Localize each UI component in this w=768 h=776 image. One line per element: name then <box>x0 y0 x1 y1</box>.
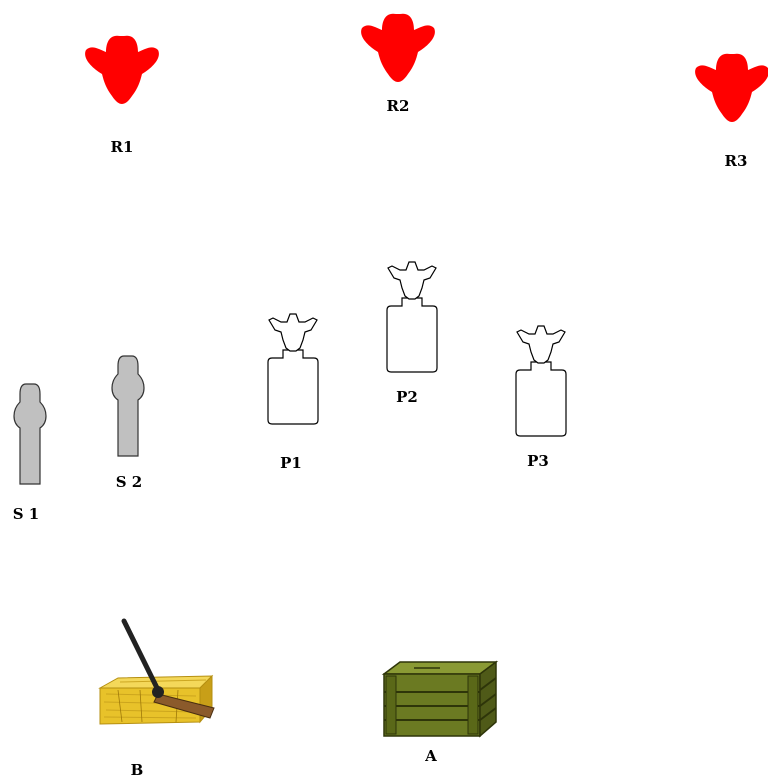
hay-bale-with-rifle-icon <box>100 621 214 724</box>
pistol-target-p1 <box>268 314 318 424</box>
crate-label: A <box>424 747 437 765</box>
hay-bale-label: B <box>131 761 144 776</box>
pistol-targets <box>268 262 566 436</box>
shotgun-target-label-s1: S 1 <box>13 505 40 523</box>
rifle-target-r3 <box>695 54 768 122</box>
rifle-targets <box>85 14 768 122</box>
pistol-target-label-p1: P1 <box>280 454 302 472</box>
pistol-target-p2 <box>387 262 437 372</box>
wooden-crate-icon <box>384 662 496 736</box>
rifle-target-label-r1: R1 <box>111 138 134 156</box>
shotgun-target-s2 <box>112 356 144 456</box>
rifle-target-label-r2: R2 <box>387 97 410 115</box>
rifle-target-label-r3: R3 <box>725 152 748 170</box>
pistol-target-label-p2: P2 <box>396 388 418 406</box>
shotgun-target-s1 <box>14 384 46 484</box>
pistol-target-p3 <box>516 326 566 436</box>
shotgun-target-label-s2: S 2 <box>116 473 143 491</box>
rifle-target-r1 <box>85 36 159 104</box>
pistol-target-label-p3: P3 <box>527 452 549 470</box>
rifle-target-r2 <box>361 14 435 82</box>
shotgun-targets <box>14 356 144 484</box>
